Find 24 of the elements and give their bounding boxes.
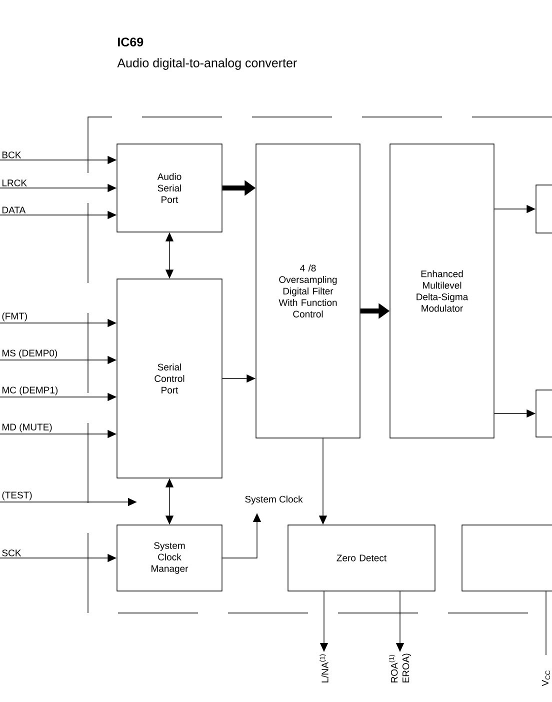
pin-label: LRCK	[2, 180, 27, 186]
process-box: Enhanced Multilevel Delta-Sigma Modulator	[390, 144, 494, 438]
pin-label: DATA	[2, 206, 26, 214]
edge-label: System Clock	[244, 494, 304, 506]
pin-label: (FMT)	[2, 312, 27, 322]
pin-label: L/NA$^{(1)}$	[320, 654, 328, 682]
process-box: Serial Control Port	[116, 278, 222, 478]
process-box: System Clock Manager	[116, 524, 222, 592]
pin-label: (TEST)	[2, 491, 32, 500]
pin-label: SCK	[2, 550, 22, 556]
process-box: Audio Serial Port	[116, 144, 222, 232]
process-box	[462, 524, 552, 592]
process-box: 4 /8 Oversampling Digital Filter With Function Control	[256, 144, 360, 438]
pin-label: MS (DEMP0)	[2, 349, 58, 358]
pin-label: MD (MUTE)	[2, 423, 52, 432]
subtitle: Audio digital-to-analog converter	[117, 58, 297, 70]
process-box: Zero Detect	[288, 524, 436, 592]
title: IC69	[118, 38, 144, 46]
pin-label: BCK	[2, 152, 22, 158]
pin-label: V$_{CC}$	[542, 670, 550, 686]
pin-label: MC (DEMP1)	[2, 386, 58, 396]
process-box	[536, 390, 552, 438]
process-box	[536, 184, 552, 234]
pin-label: ROA$^{(1)}$ EROA)	[388, 654, 412, 682]
